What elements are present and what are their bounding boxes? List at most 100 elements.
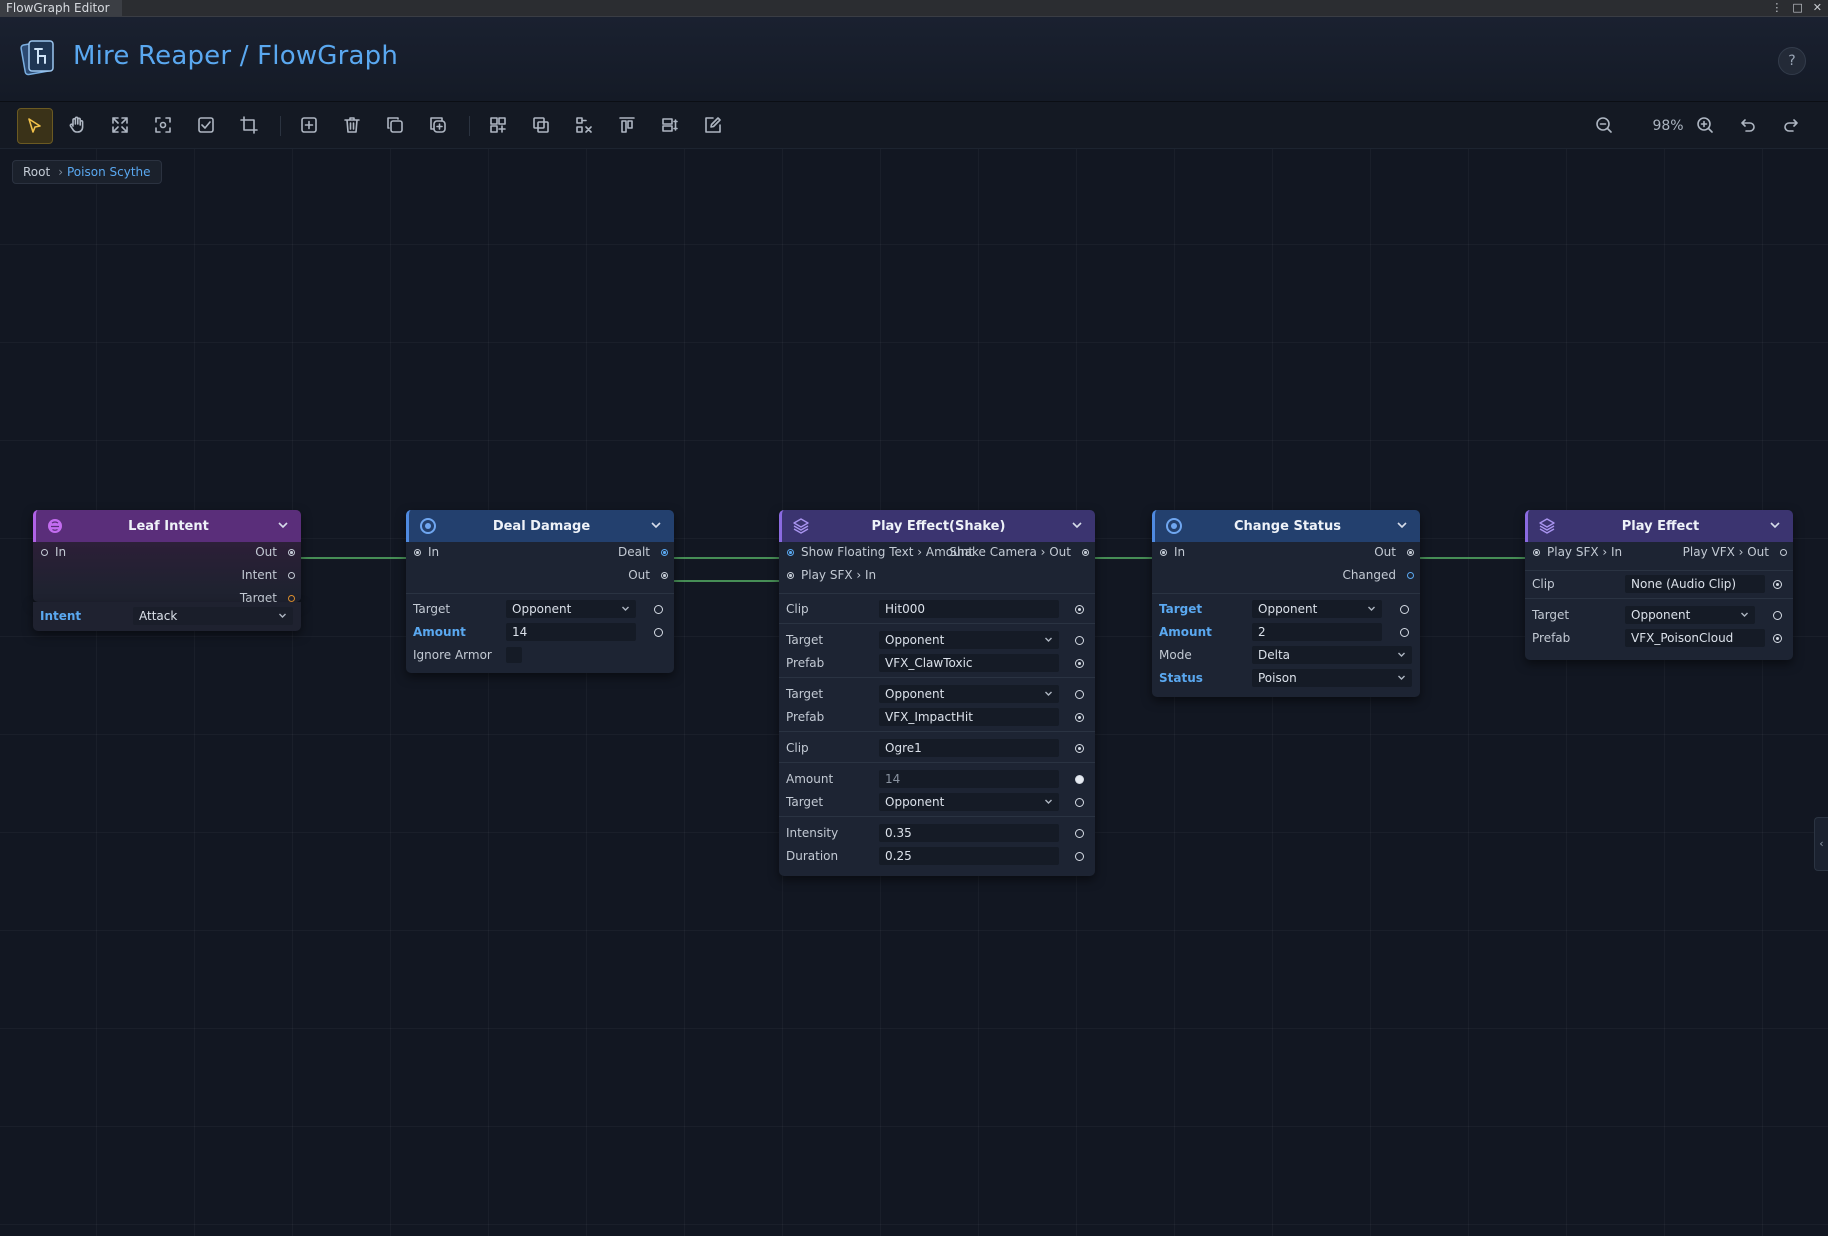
node-header[interactable]: Play Effect [1525, 510, 1793, 542]
output-port[interactable] [288, 549, 295, 556]
param-port[interactable] [1773, 611, 1782, 620]
duration-field[interactable]: 0.25 [879, 847, 1059, 865]
delete-button[interactable] [335, 108, 369, 142]
chevron-down-icon[interactable] [1769, 519, 1781, 531]
prefab-field[interactable]: VFX_ClawToxic [879, 654, 1059, 672]
ignore-armor-checkbox[interactable] [506, 647, 522, 663]
redo-button[interactable] [1774, 108, 1808, 142]
ungroup-button[interactable] [524, 108, 558, 142]
param-port[interactable] [1075, 798, 1084, 807]
amount-field[interactable]: 14 [879, 770, 1059, 788]
input-port[interactable] [1160, 549, 1167, 556]
node-header[interactable]: Leaf Intent [33, 510, 301, 542]
amount-field[interactable]: 14 [506, 623, 636, 641]
maximize-icon[interactable]: □ [1792, 1, 1803, 14]
node-play-effect[interactable]: Play Effect Play SFX › In Play VFX › Out… [1525, 510, 1793, 660]
clip-field[interactable]: Ogre1 [879, 739, 1059, 757]
target-select[interactable]: Opponent [1625, 606, 1755, 624]
object-picker-icon[interactable] [1773, 580, 1782, 589]
crop-button[interactable] [232, 108, 266, 142]
output-port[interactable] [1780, 549, 1787, 556]
target-select[interactable]: Opponent [879, 793, 1059, 811]
duplicate-button[interactable] [378, 108, 412, 142]
disconnect-button[interactable] [567, 108, 601, 142]
node-change-status[interactable]: Change Status In Out Changed Target Oppo… [1152, 510, 1420, 697]
param-port[interactable] [654, 605, 663, 614]
chevron-down-icon[interactable] [1396, 519, 1408, 531]
clip-field[interactable]: None (Audio Clip) [1625, 575, 1765, 593]
pan-tool-button[interactable] [60, 108, 94, 142]
node-header[interactable]: Play Effect(Shake) [779, 510, 1095, 542]
node-header[interactable]: Deal Damage [406, 510, 674, 542]
intent-select[interactable]: Attack [133, 607, 293, 625]
chevron-down-icon[interactable] [1071, 519, 1083, 531]
prefab-field[interactable]: VFX_ImpactHit [879, 708, 1059, 726]
window-tab[interactable]: FlowGraph Editor [0, 0, 122, 16]
distribute-button[interactable] [653, 108, 687, 142]
object-picker-icon[interactable] [1773, 634, 1782, 643]
connected-port[interactable] [1075, 775, 1084, 784]
param-port[interactable] [1075, 690, 1084, 699]
clip-field[interactable]: Hit000 [879, 600, 1059, 618]
node-deal-damage[interactable]: Deal Damage In Dealt Out Target Opponent… [406, 510, 674, 673]
object-picker-icon[interactable] [1075, 605, 1084, 614]
input-port[interactable] [787, 572, 794, 579]
zoom-out-button[interactable] [1587, 108, 1621, 142]
focus-button[interactable] [146, 108, 180, 142]
group-button[interactable] [481, 108, 515, 142]
close-icon[interactable]: ✕ [1812, 1, 1822, 14]
chevron-down-icon[interactable] [277, 519, 289, 531]
side-panel-toggle[interactable]: ‹ [1814, 817, 1828, 871]
object-picker-icon[interactable] [1075, 713, 1084, 722]
status-select[interactable]: Poison [1252, 669, 1412, 687]
input-port[interactable] [1533, 549, 1540, 556]
param-port[interactable] [1075, 636, 1084, 645]
breadcrumb-current[interactable]: Poison Scythe [67, 165, 151, 179]
align-top-button[interactable] [610, 108, 644, 142]
input-port[interactable] [787, 549, 794, 556]
add-node-button[interactable] [292, 108, 326, 142]
edit-button[interactable] [696, 108, 730, 142]
undo-button[interactable] [1731, 108, 1765, 142]
input-port[interactable] [414, 549, 421, 556]
help-button[interactable]: ? [1778, 47, 1806, 75]
output-port[interactable] [1082, 549, 1089, 556]
object-picker-icon[interactable] [1075, 744, 1084, 753]
output-port[interactable] [288, 572, 295, 579]
object-picker-icon[interactable] [1075, 659, 1084, 668]
input-port[interactable] [41, 549, 48, 556]
node-leaf-intent[interactable]: Leaf Intent In Out Intent Target [33, 510, 301, 605]
port-row: In Dealt [414, 542, 668, 562]
amount-field[interactable]: 2 [1252, 623, 1382, 641]
output-port[interactable] [661, 549, 668, 556]
copy-button[interactable] [421, 108, 455, 142]
param-label: Amount [786, 772, 834, 786]
param-port[interactable] [1400, 628, 1409, 637]
target-select[interactable]: Opponent [506, 600, 636, 618]
param-port[interactable] [1400, 605, 1409, 614]
zoom-in-button[interactable] [1688, 108, 1722, 142]
param-port[interactable] [654, 628, 663, 637]
output-port[interactable] [1407, 572, 1414, 579]
output-port[interactable] [661, 572, 668, 579]
chevron-down-icon[interactable] [650, 519, 662, 531]
output-port[interactable] [288, 595, 295, 602]
target-select[interactable]: Opponent [879, 685, 1059, 703]
graph-canvas[interactable]: Root›Poison Scythe Leaf Intent In Out In… [0, 149, 1828, 1236]
select-all-button[interactable] [189, 108, 223, 142]
target-select[interactable]: Opponent [879, 631, 1059, 649]
breadcrumb-root[interactable]: Root [23, 165, 51, 179]
param-port[interactable] [1075, 852, 1084, 861]
select-tool-button[interactable] [17, 108, 53, 144]
node-header[interactable]: Change Status [1152, 510, 1420, 542]
param-port[interactable] [1075, 829, 1084, 838]
output-port[interactable] [1407, 549, 1414, 556]
node-play-effect-shake[interactable]: Play Effect(Shake) Show Floating Text › … [779, 510, 1095, 876]
mode-select[interactable]: Delta [1252, 646, 1412, 664]
fit-view-button[interactable] [103, 108, 137, 142]
prefab-field[interactable]: VFX_PoisonCloud [1625, 629, 1765, 647]
intensity-field[interactable]: 0.35 [879, 824, 1059, 842]
param-label: Amount [1159, 625, 1212, 639]
more-icon[interactable]: ⋮ [1771, 1, 1783, 14]
target-select[interactable]: Opponent [1252, 600, 1382, 618]
